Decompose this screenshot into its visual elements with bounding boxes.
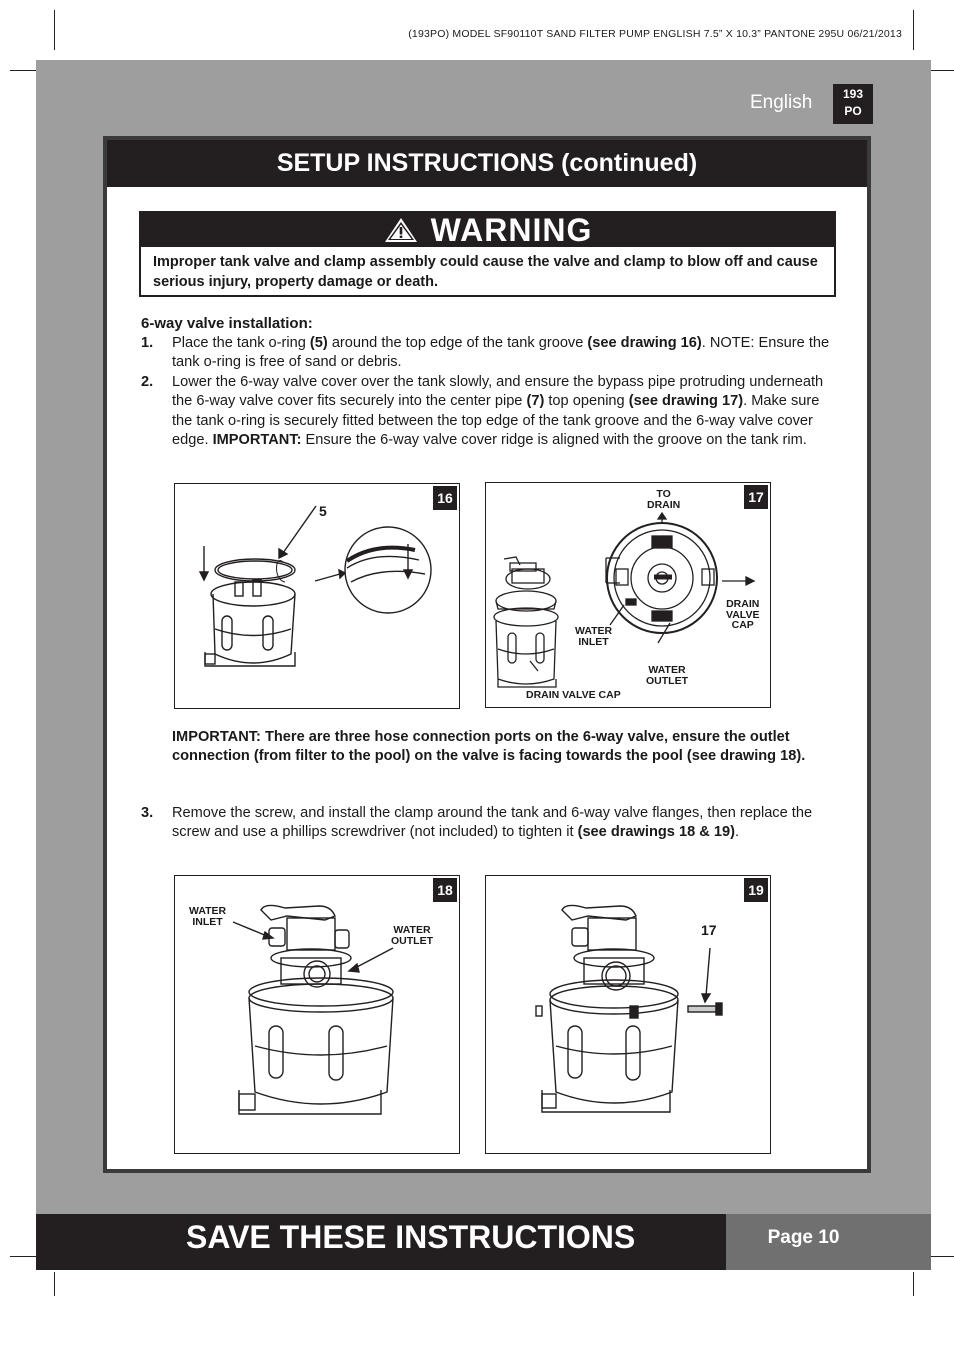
crop-mark	[918, 70, 954, 71]
warning-triangle-icon	[384, 218, 417, 242]
warning-header: WARNING	[141, 211, 834, 248]
crop-mark	[913, 1272, 914, 1296]
crop-mark	[54, 1272, 55, 1296]
step-text: Lower the 6-way valve cover over the tan…	[172, 374, 824, 448]
crop-mark	[10, 70, 46, 71]
oring-callout: 5	[319, 503, 327, 519]
section-title: SETUP INSTRUCTIONS (continued)	[107, 140, 867, 187]
language-label: English	[750, 92, 813, 113]
step-1: 1. Place the tank o-ring (5) around the …	[141, 334, 831, 373]
step-text: Remove the screw, and install the clamp …	[172, 805, 813, 841]
step-2: 2. Lower the 6-way valve cover over the …	[141, 373, 831, 450]
valve-top-view-illustration	[493, 511, 756, 688]
screw-callout: 17	[701, 922, 717, 938]
model-code-badge: 193 PO	[833, 84, 873, 124]
step-number: 3.	[141, 805, 154, 821]
crop-mark	[918, 1256, 954, 1257]
page-number: Page 10	[726, 1214, 931, 1270]
crop-mark	[10, 1256, 46, 1257]
step-number: 2.	[141, 374, 154, 390]
crop-mark	[54, 10, 55, 50]
warning-text: Improper tank valve and clamp assembly c…	[153, 254, 818, 290]
drawing-number: 18	[433, 878, 457, 902]
drawing-number: 16	[433, 486, 457, 510]
save-instructions-banner: SAVE THESE INSTRUCTIONS	[186, 1219, 636, 1255]
drawing-16: 16 5	[174, 483, 460, 709]
print-header: (193PO) MODEL SF90110T SAND FILTER PUMP …	[408, 28, 902, 40]
warning-title: WARNING	[430, 211, 593, 248]
drain-valve-cap-bottom-label: DRAIN VALVE CAP	[526, 689, 621, 701]
tank-oring-illustration	[198, 505, 432, 667]
footer-bar	[36, 1214, 726, 1270]
filter-assembly-front-illustration	[232, 904, 394, 1115]
important-note: IMPORTANT: There are three hose connecti…	[172, 729, 806, 765]
step-text: Place the tank o-ring (5) around the top…	[172, 335, 830, 371]
drawing-number: 19	[744, 878, 768, 902]
code-line-1: 193	[842, 87, 864, 101]
drawing-19: 19 17	[485, 875, 771, 1154]
code-line-2: PO	[844, 104, 862, 118]
crop-mark	[913, 10, 914, 50]
step-3: 3. Remove the screw, and install the cla…	[141, 804, 831, 843]
warning-box: WARNING Improper tank valve and clamp as…	[139, 211, 836, 297]
filter-clamp-screw-illustration	[535, 904, 723, 1113]
drawing-number: 17	[744, 485, 768, 509]
step-number: 1.	[141, 335, 154, 351]
valve-installation-heading: 6-way valve installation:	[141, 315, 313, 332]
